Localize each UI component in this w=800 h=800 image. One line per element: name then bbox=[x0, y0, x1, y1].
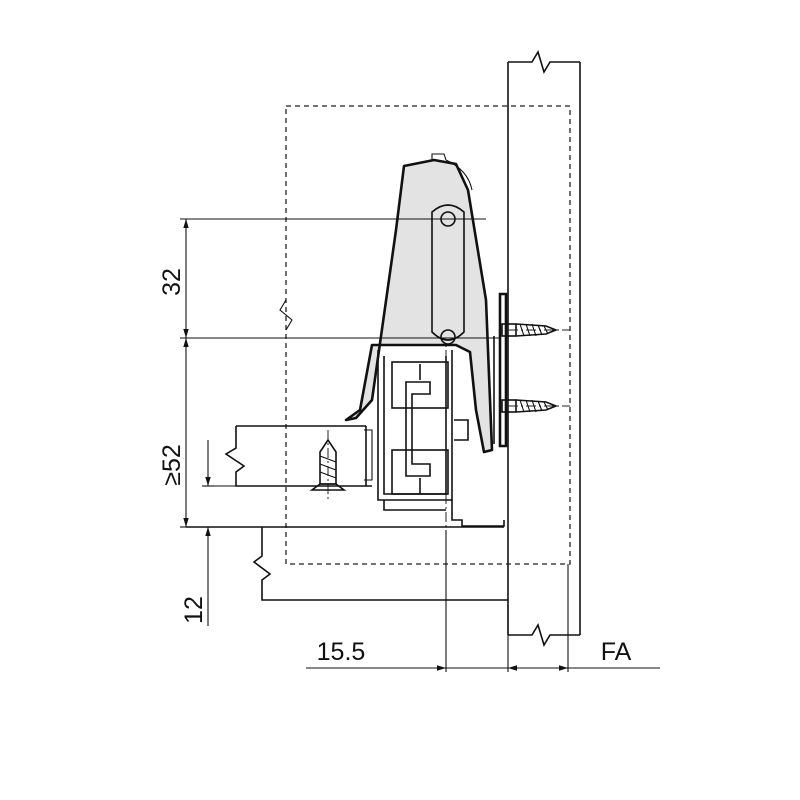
dimension-label-15-5: 15.5 bbox=[317, 638, 366, 666]
envelope-outline bbox=[285, 105, 571, 565]
break-mark bbox=[279, 299, 293, 331]
dimension-12: 12 bbox=[180, 440, 214, 626]
dimension-label-32: 32 bbox=[158, 268, 186, 296]
dimension-label-12: 12 bbox=[180, 596, 208, 624]
dimension-label-52: ≥52 bbox=[158, 444, 186, 486]
drawer-side-panel bbox=[224, 425, 372, 487]
dimension-fa: FA bbox=[508, 564, 660, 672]
dimension-32: 32 bbox=[158, 219, 189, 338]
drawer-bottom bbox=[186, 526, 508, 601]
front-panel bbox=[507, 50, 581, 647]
mounting-plate bbox=[493, 292, 570, 448]
dimension-label-fa: FA bbox=[601, 638, 632, 666]
runner-profile bbox=[364, 350, 505, 527]
dimension-52: ≥52 bbox=[158, 338, 189, 527]
dimension-15-5: 15.5 bbox=[306, 600, 509, 672]
bottom-screw bbox=[309, 430, 347, 500]
bracket-body bbox=[344, 153, 494, 454]
